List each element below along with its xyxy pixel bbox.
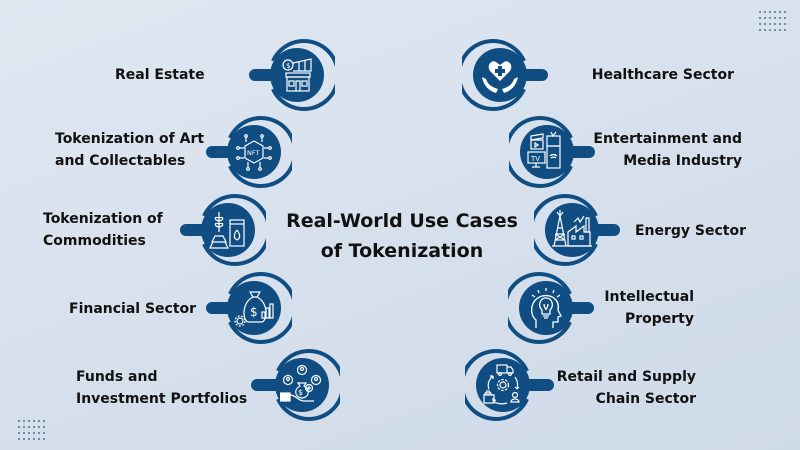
label-healthcare: Healthcare Sector — [592, 64, 734, 86]
tab-connector — [249, 69, 279, 81]
node-energy — [534, 192, 620, 268]
label-line: Tokenization of Art — [55, 131, 205, 147]
head-lightbulb-icon — [531, 288, 562, 328]
investors-hand-icon: $ — [280, 364, 322, 402]
label-line: Financial Sector — [69, 301, 197, 317]
label-financial: Financial Sector — [69, 298, 196, 320]
node-real-estate: $ — [249, 37, 335, 113]
label-energy: Energy Sector — [635, 220, 746, 242]
label-commodities: Tokenization of Commodities — [43, 208, 163, 252]
label-line: Property — [624, 311, 694, 327]
label-line: and Collectables — [55, 153, 186, 169]
label-real-estate: Real Estate — [115, 64, 205, 86]
title-line-2: of Tokenization — [320, 240, 484, 262]
node-entertainment: TV — [509, 114, 595, 190]
label-line: Chain Sector — [595, 391, 696, 407]
tab-connector — [521, 379, 554, 391]
ring-left-tab — [227, 116, 292, 188]
svg-text:$: $ — [286, 62, 290, 70]
tab-connector — [564, 302, 594, 314]
label-line: Entertainment and — [593, 131, 742, 147]
building-dollar-icon: $ — [282, 58, 312, 92]
svg-text:$: $ — [298, 388, 303, 397]
ring-left-tab — [201, 194, 266, 266]
label-retail: Retail and Supply Chain Sector — [557, 366, 696, 410]
tab-connector — [590, 224, 620, 236]
commodities-icon — [209, 212, 245, 249]
node-ip — [508, 270, 594, 346]
ring-right-tab — [465, 349, 530, 421]
tab-connector — [180, 224, 210, 236]
label-art: Tokenization of Art and Collectables — [55, 128, 204, 172]
svg-text:$: $ — [250, 305, 258, 319]
label-line: Commodities — [43, 233, 146, 249]
label-line: Funds and — [76, 369, 158, 385]
money-bag-chart-icon: $ — [234, 291, 274, 327]
label-line: Real Estate — [115, 67, 205, 83]
title-line-1: Real-World Use Cases — [286, 210, 518, 232]
node-financial: $ — [206, 270, 292, 346]
ring-right-tab — [534, 194, 599, 266]
decorative-dots-bottom-left — [18, 420, 46, 442]
label-funds: Funds and Investment Portfolios — [76, 366, 247, 410]
tab-connector — [251, 379, 284, 391]
label-entertainment: Entertainment and Media Industry — [593, 128, 742, 172]
svg-text:NFT: NFT — [247, 149, 259, 157]
label-line: Tokenization of — [43, 211, 163, 227]
label-line: Intellectual — [604, 289, 694, 305]
decorative-dots-top-right — [759, 11, 787, 33]
tab-connector — [565, 146, 595, 158]
label-line: Media Industry — [623, 153, 742, 169]
supply-cycle-icon — [483, 364, 520, 405]
media-devices-icon: TV — [527, 131, 561, 169]
node-healthcare — [462, 37, 548, 113]
nft-icon: NFT — [236, 134, 272, 171]
ring-right-tab — [508, 272, 573, 344]
label-line: Healthcare Sector — [591, 67, 734, 83]
node-retail — [465, 347, 554, 423]
label-ip: Intellectual Property — [604, 286, 694, 330]
label-line: Retail and Supply — [556, 369, 696, 385]
node-commodities — [180, 192, 266, 268]
ring-left-tab — [227, 272, 292, 344]
tab-connector — [518, 69, 548, 81]
tab-connector — [206, 146, 236, 158]
label-line: Energy Sector — [634, 223, 746, 239]
diagram-title: Real-World Use Cases of Tokenization — [262, 206, 542, 266]
node-funds: $ — [251, 347, 340, 423]
svg-text:TV: TV — [530, 155, 540, 163]
heart-hands-icon — [482, 61, 518, 93]
power-plant-icon — [552, 210, 592, 247]
tab-connector — [206, 302, 236, 314]
label-line: Investment Portfolios — [76, 391, 248, 407]
node-art: NFT — [206, 114, 292, 190]
